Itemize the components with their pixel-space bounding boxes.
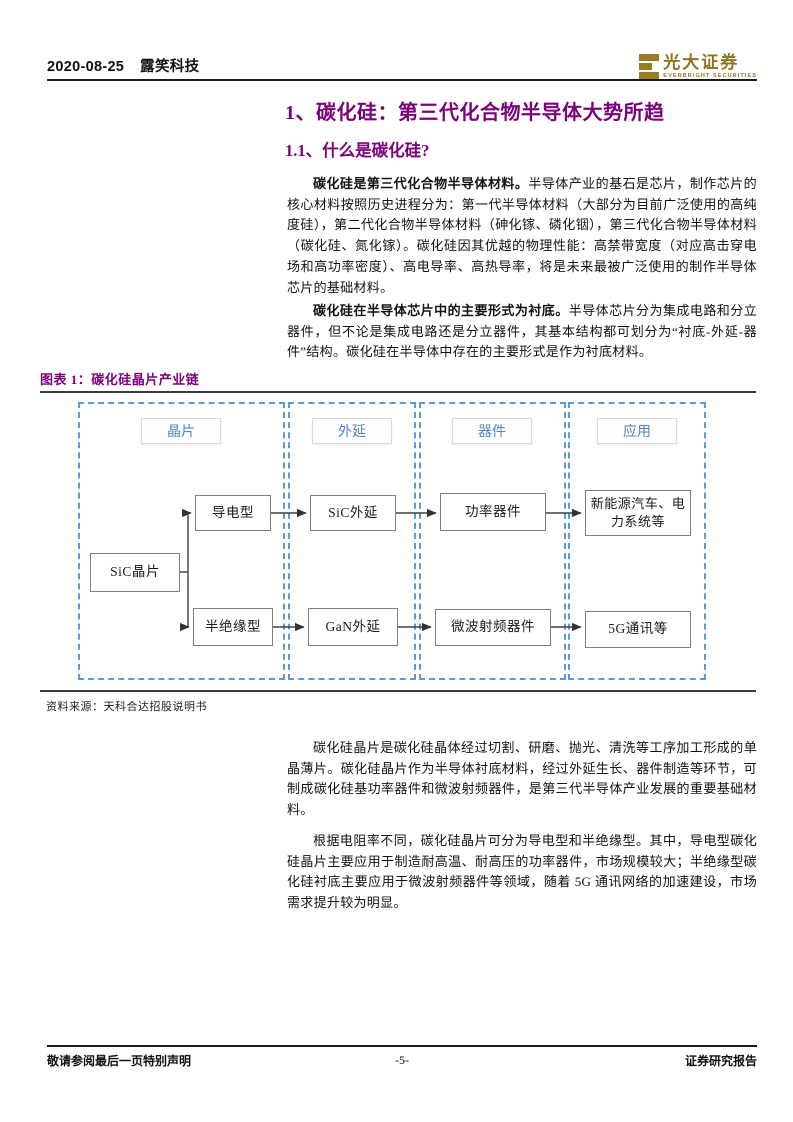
section-title: 1、碳化硅：第三代化合物半导体大势所趋: [285, 102, 665, 124]
diagram-column-wafer: [78, 402, 285, 680]
industry-chain-diagram: 晶片 外延 器件 应用 SiC晶片 导电型: [40, 394, 756, 686]
node-sic-wafer: SiC晶片: [90, 553, 180, 592]
brand-name-cn: 光大证券: [663, 53, 740, 72]
node-power-device: 功率器件: [440, 493, 546, 531]
everbright-logo-icon: [639, 54, 660, 80]
header-divider: [47, 79, 757, 81]
paragraph-2-body: 半导体芯片分为集成电路和分立器件，但不论是集成电路还是分立器件，其基本结构都可划…: [287, 303, 758, 360]
footer-disclaimer: 敬请参阅最后一页特别声明: [47, 1052, 192, 1069]
footer-report-type: 证券研究报告: [684, 1052, 757, 1069]
paragraph-2: 碳化硅在半导体芯片中的主要形式为衬底。半导体芯片分为集成电路和分立器件，但不论是…: [287, 301, 757, 363]
diagram-column-epitaxy: [288, 402, 416, 680]
page-header: 2020-08-25 露笑科技 光大证券 EVERBRIGHT SECURITIE…: [47, 54, 757, 80]
company-name: 露笑科技: [140, 59, 200, 75]
diagram-column-device: [419, 402, 566, 680]
paragraph-1-lead: 碳化硅是第三代化合物半导体材料。: [313, 176, 529, 191]
figure-top-rule: [40, 391, 756, 393]
column-label-epitaxy: 外延: [312, 418, 392, 444]
node-gan-epitaxy: GaN外延: [308, 608, 398, 646]
figure-source: 资料来源：天科合达招股说明书: [46, 701, 207, 713]
brand-logo: 光大证券 EVERBRIGHT SECURITIES: [639, 54, 757, 80]
paragraph-1: 碳化硅是第三代化合物半导体材料。半导体产业的基石是芯片，制作芯片的核心材料按照历…: [287, 174, 757, 298]
figure-caption: 图表 1：碳化硅晶片产业链: [40, 372, 200, 387]
node-sic-epitaxy: SiC外延: [310, 495, 396, 531]
footer-divider: [47, 1045, 757, 1047]
paragraph-4: 根据电阻率不同，碳化硅晶片可分为导电型和半绝缘型。其中，导电型碳化硅晶片主要应用…: [287, 833, 757, 911]
paragraph-3: 碳化硅晶片是碳化硅晶体经过切割、研磨、抛光、清洗等工序加工形成的单晶薄片。碳化硅…: [287, 740, 757, 818]
diagram-connectors: [179, 508, 582, 632]
node-semi-insulating-type: 半绝缘型: [193, 608, 273, 646]
report-meta: 2020-08-25 露笑科技: [47, 55, 199, 80]
node-rf-device: 微波射频器件: [435, 609, 551, 646]
brand-text: 光大证券 EVERBRIGHT SECURITIES: [663, 54, 757, 80]
node-app-new-energy: 新能源汽车、电力系统等: [585, 490, 691, 536]
column-label-application: 应用: [597, 418, 677, 444]
node-conductive-type: 导电型: [195, 495, 271, 531]
brand-name-en: EVERBRIGHT SECURITIES: [663, 73, 757, 79]
column-label-device: 器件: [452, 418, 532, 444]
figure-bottom-rule: [40, 690, 756, 692]
paragraph-1-body: 半导体产业的基石是芯片，制作芯片的核心材料按照历史进程分为：第一代半导体材料（大…: [287, 176, 757, 295]
page-number: -5-: [395, 1053, 409, 1067]
paragraph-2-lead: 碳化硅在半导体芯片中的主要形式为衬底。: [313, 303, 569, 318]
section-subtitle: 1.1、什么是碳化硅?: [285, 141, 430, 160]
node-app-5g: 5G通讯等: [585, 611, 691, 648]
column-label-wafer: 晶片: [141, 418, 221, 444]
page-footer: -5- 敬请参阅最后一页特别声明 证券研究报告: [47, 1052, 757, 1069]
report-date: 2020-08-25: [47, 59, 125, 75]
diagram-column-application: [568, 402, 706, 680]
